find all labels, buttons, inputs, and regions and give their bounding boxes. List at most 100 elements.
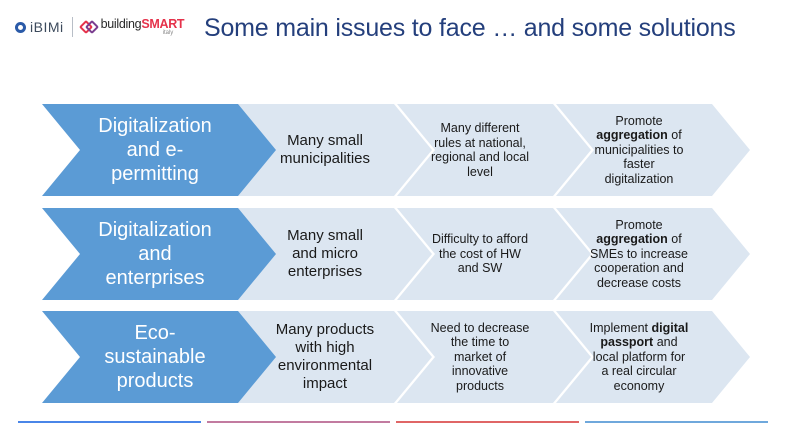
footer-line xyxy=(18,421,201,423)
chevron-shape xyxy=(397,311,591,403)
text-segment: digitalization xyxy=(604,171,674,186)
text-line: Eco- xyxy=(134,322,176,344)
text-line: with high xyxy=(295,339,355,356)
footer-line xyxy=(585,421,768,423)
chevron-shape xyxy=(42,104,278,196)
text-line: cooperation and xyxy=(590,261,688,276)
text-line: permitting xyxy=(111,163,199,185)
text-line: decrease costs xyxy=(590,276,688,291)
text-line: Many small xyxy=(287,132,363,149)
chevron-polygon xyxy=(556,208,750,300)
text-segment: local platform for xyxy=(592,349,686,364)
chevron-polygon xyxy=(42,311,278,403)
text-line: faster xyxy=(595,157,684,172)
emphasis-text: aggregation xyxy=(596,128,668,143)
text-line: Many products xyxy=(275,321,375,338)
text-line: products xyxy=(116,370,194,392)
text-line: local platform for xyxy=(590,350,689,365)
text-line: regional and local xyxy=(431,150,529,164)
text-line: municipalities to xyxy=(595,143,684,158)
chevron-shape xyxy=(397,208,591,300)
text-line: Difficulty to afford xyxy=(431,232,529,247)
text-segment: economy xyxy=(613,378,665,393)
text-line: and micro xyxy=(292,245,358,262)
chevron-polygon xyxy=(556,311,750,403)
buildingsmart-logo: buildingSMART italy xyxy=(78,17,185,36)
text-line: Many different xyxy=(440,121,520,135)
slide-title: Some main issues to face … and some solu… xyxy=(204,14,736,42)
text-line: level xyxy=(467,164,493,179)
chevron-shape xyxy=(238,104,432,196)
chevron-shape xyxy=(397,104,591,196)
text-line: the time to xyxy=(450,335,510,350)
chevron-shape xyxy=(556,104,750,196)
buildingsmart-logo-prefix: building xyxy=(100,17,142,32)
chevron-shape xyxy=(42,208,278,300)
text-line: passport and xyxy=(590,335,689,350)
buildingsmart-logo-icon xyxy=(78,19,99,36)
header-logos: iBIMi buildingSMART italy xyxy=(15,14,185,40)
text-line: aggregation of xyxy=(595,128,684,143)
chevron-polygon xyxy=(397,208,591,300)
logo-divider xyxy=(71,17,73,37)
text-line: and xyxy=(138,243,172,265)
text-line: municipalities xyxy=(279,150,371,167)
text-segment: a real circular xyxy=(601,364,677,379)
text-line: products xyxy=(456,378,504,393)
ibimi-logo-text: iBIMi xyxy=(30,19,64,35)
text-line: economy xyxy=(590,379,689,394)
text-segment: municipalities to xyxy=(594,142,684,157)
footer-line xyxy=(207,421,390,423)
chevron-shape xyxy=(556,208,750,300)
chevron-polygon xyxy=(397,311,591,403)
chevron-polygon xyxy=(397,104,591,196)
text-segment: faster xyxy=(623,157,655,172)
chevron-shape xyxy=(238,311,432,403)
text-segment: Promote xyxy=(615,113,663,128)
chevron-polygon xyxy=(42,208,278,300)
text-line: Promote xyxy=(595,114,684,129)
text-line: aggregation of xyxy=(590,232,688,247)
chevron-shape xyxy=(556,311,750,403)
chevron-polygon xyxy=(238,104,432,196)
chevron-polygon xyxy=(556,104,750,196)
chevron-shape xyxy=(42,311,278,403)
text-segment: decrease costs xyxy=(596,275,682,290)
text-line: SMEs to increase xyxy=(590,247,688,262)
text-segment: Implement xyxy=(589,320,652,335)
emphasis-text: digital xyxy=(651,320,689,335)
text-line: Implement digital xyxy=(590,321,689,336)
text-segment: of xyxy=(667,232,682,247)
footer-line xyxy=(396,421,579,423)
buildingsmart-logo-suffix: SMART xyxy=(141,17,185,32)
text-segment: Promote xyxy=(615,217,663,232)
chevron-shape xyxy=(238,208,432,300)
text-line: sustainable xyxy=(104,346,206,368)
text-line: Promote xyxy=(590,218,688,233)
text-segment: and xyxy=(653,335,678,350)
text-line: impact xyxy=(302,375,348,392)
text-line: a real circular xyxy=(590,364,689,379)
text-line: Digitalization xyxy=(98,219,212,241)
text-segment: of xyxy=(667,128,682,143)
text-line: rules at national, xyxy=(434,135,526,150)
ibimi-logo-icon xyxy=(15,21,26,33)
